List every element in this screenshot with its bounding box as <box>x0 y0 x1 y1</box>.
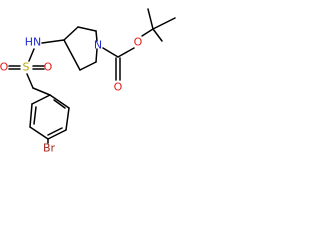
bond-ar-c6-c1 <box>31 94 51 105</box>
bond-ch2-aryl <box>32 87 51 96</box>
bond-n-carbonyl <box>102 47 119 58</box>
bond-ring-c5-c4 <box>63 39 81 71</box>
bond-ar-c2-c3 <box>65 107 70 131</box>
bond-ar-c5-c6 <box>29 103 33 128</box>
bond-ring-c2-n <box>95 30 98 42</box>
atom-label-nh: HN <box>25 36 42 49</box>
bond-tbu-methyl-top <box>147 8 154 30</box>
atom-label-o-sulfonyl-right: O <box>44 61 53 74</box>
bond-nh-c4 <box>41 39 65 44</box>
bond-ring-c3-c2 <box>77 26 97 32</box>
atom-label-o-sulfonyl-left: O <box>0 61 9 74</box>
atom-label-layer: HN S O O N O O Br <box>0 36 143 155</box>
bond-ar-inner-2 <box>47 127 63 136</box>
bond-tbu-methyl-right <box>152 17 176 30</box>
atom-label-br: Br <box>43 142 56 155</box>
bond-ar-c1-c2 <box>49 94 70 109</box>
bond-ring-n-c6 <box>95 48 98 63</box>
atom-label-o-ester: O <box>134 36 143 49</box>
bond-ar-inner-1 <box>53 99 66 109</box>
bond-ar-inner-3 <box>33 106 37 125</box>
bond-o-tbu <box>141 28 154 37</box>
bond-tbu-methyl-down <box>152 28 163 42</box>
atom-label-s: S <box>23 61 30 74</box>
atom-label-o-carbonyl: O <box>114 81 123 94</box>
molecule-structure-diagram: HN S O O N O O Br <box>0 8 176 155</box>
bond-ar-c3-c4 <box>47 129 67 140</box>
bond-layer <box>8 8 176 144</box>
atom-label-n-ring: N <box>94 39 102 52</box>
bond-ar-c4-c5 <box>29 126 49 140</box>
bond-ring-c4-c3 <box>63 26 79 41</box>
bond-s-ch2 <box>26 73 34 89</box>
bond-s-nh <box>28 48 35 62</box>
bond-ring-c6-c5 <box>79 61 97 71</box>
bond-carbonyl-o-ester <box>117 47 135 58</box>
